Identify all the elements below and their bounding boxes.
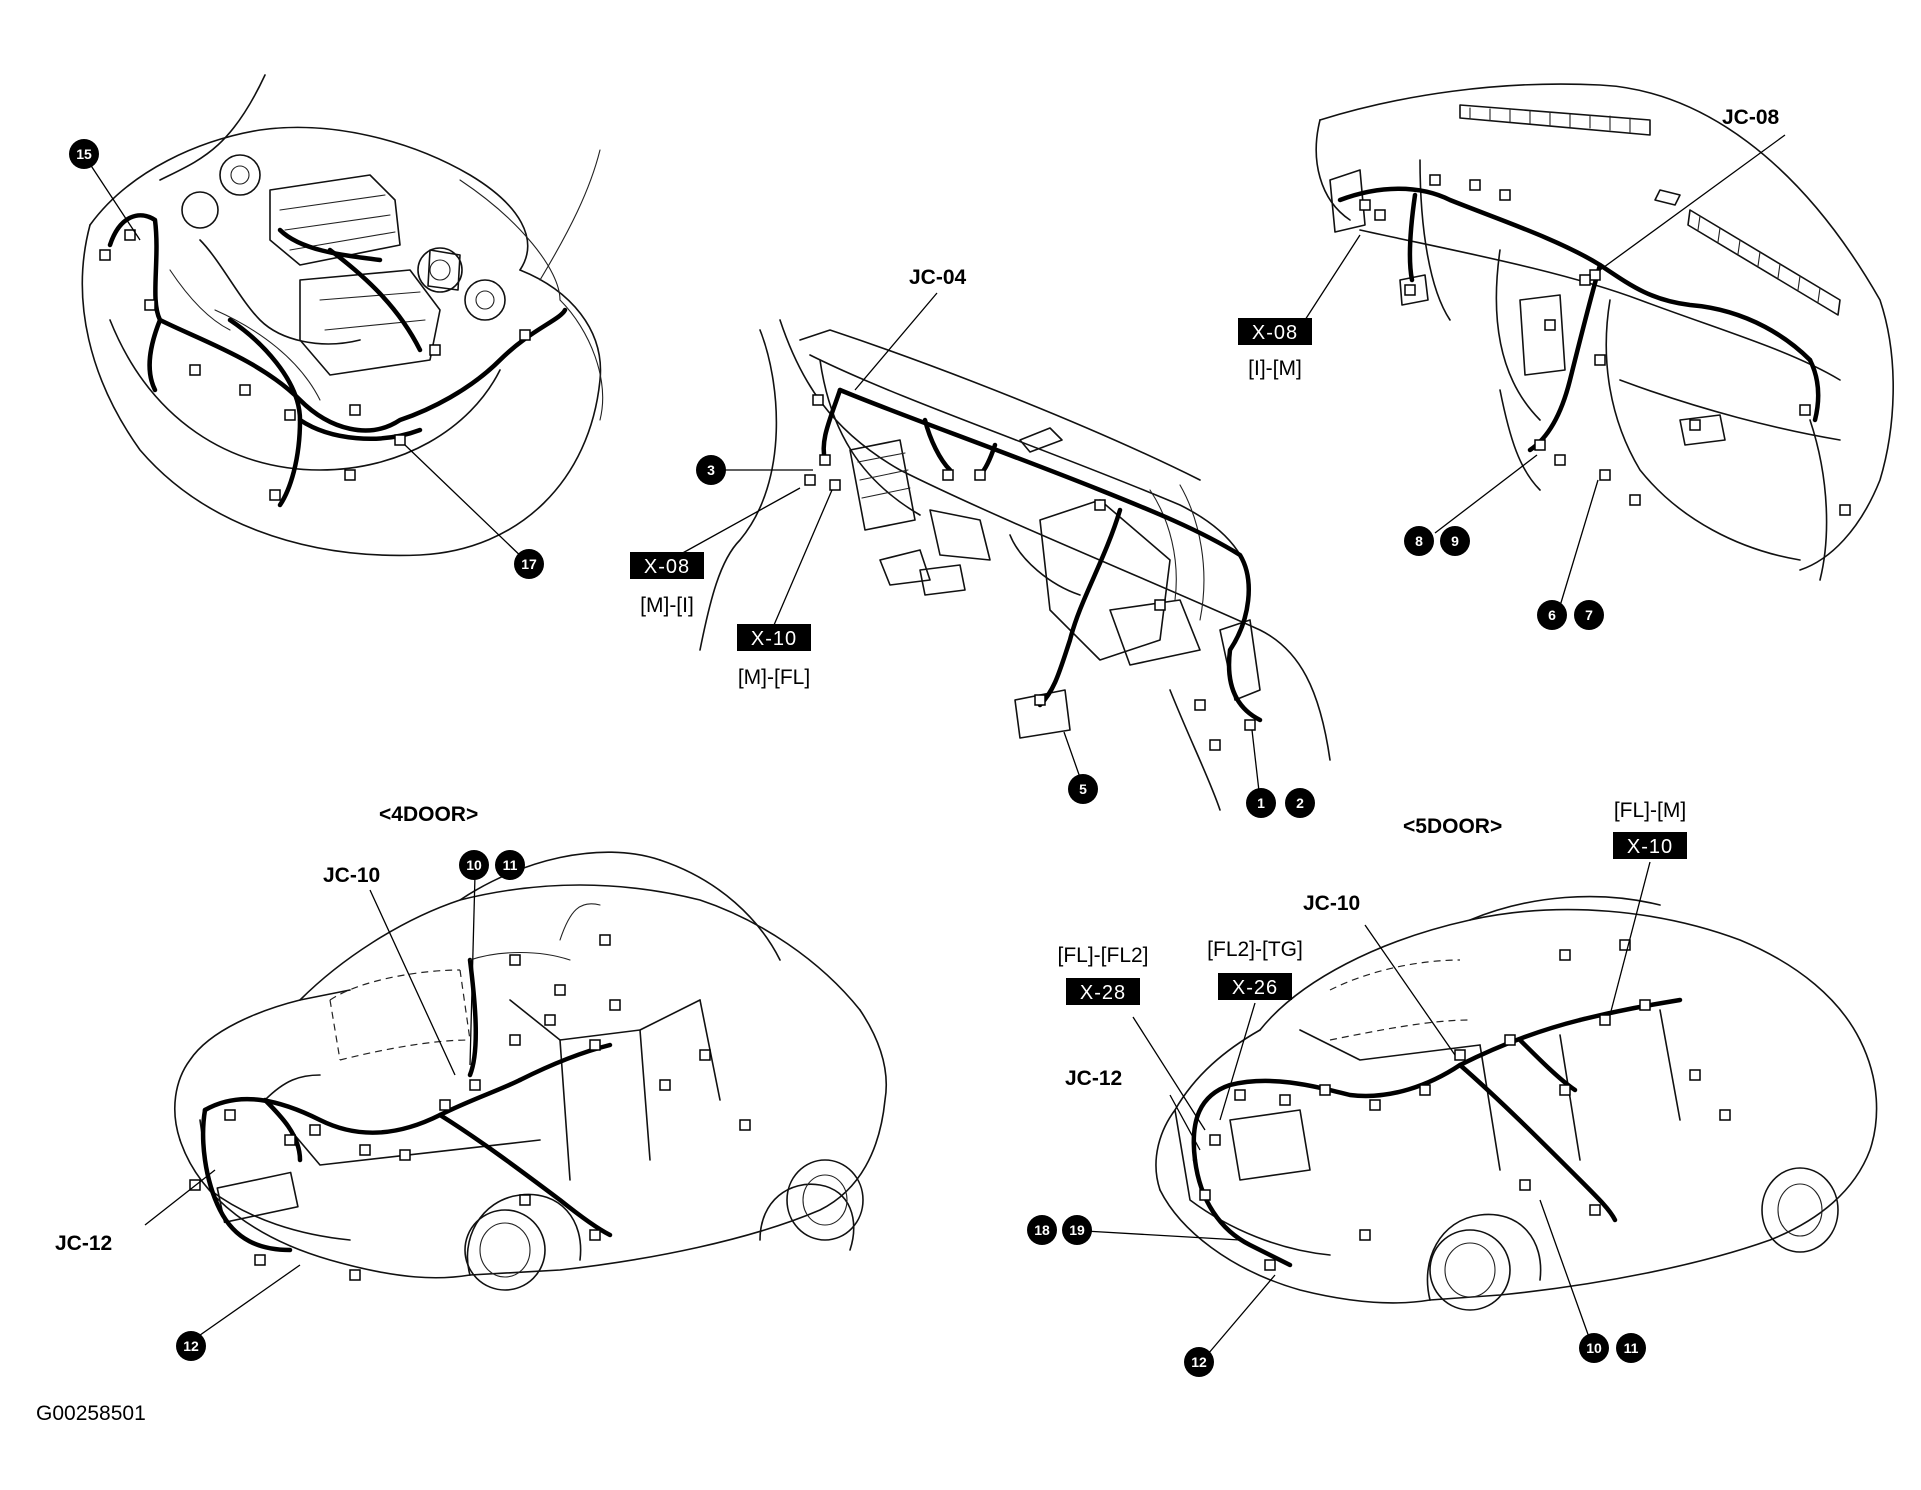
svg-text:17: 17 — [521, 556, 537, 572]
callout-1: 1 — [1246, 788, 1276, 818]
svg-text:[M]-[I]: [M]-[I] — [640, 594, 694, 617]
callout-9: 9 — [1440, 526, 1470, 556]
callout-15: 15 — [69, 139, 99, 169]
engine-bay-view: 15 17 — [69, 74, 604, 579]
svg-text:12: 12 — [1191, 1354, 1207, 1370]
five-door-title: <5DOOR> — [1403, 815, 1502, 838]
svg-text:2: 2 — [1296, 795, 1304, 811]
junction-label-jc-10-5door: JC-10 — [1303, 892, 1360, 915]
svg-text:[FL2]-[TG]: [FL2]-[TG] — [1207, 938, 1303, 961]
connector-tag-x-08-right: X-08 [I]-[M] — [1238, 318, 1312, 380]
connector-tag-x-08: X-08 [M]-[I] — [630, 552, 704, 617]
callout-11-4door: 11 — [495, 850, 525, 880]
callout-12-4door: 12 — [176, 1331, 206, 1361]
svg-text:[FL]-[FL2]: [FL]-[FL2] — [1057, 944, 1148, 967]
callout-18: 18 — [1027, 1215, 1057, 1245]
svg-text:5: 5 — [1079, 781, 1087, 797]
svg-text:JC-10: JC-10 — [1303, 892, 1360, 915]
svg-text:X-26: X-26 — [1232, 977, 1278, 999]
connector-tag-x-26: [FL2]-[TG] X-26 — [1207, 938, 1303, 1000]
five-door-car-view: <5DOOR> — [1027, 799, 1878, 1377]
junction-label-jc-10-4door: JC-10 — [323, 864, 380, 887]
connector-tag-x-10-5door: [FL]-[M] X-10 — [1613, 799, 1687, 859]
diagram-code: G00258501 — [36, 1402, 146, 1425]
svg-text:X-08: X-08 — [644, 556, 690, 578]
svg-text:9: 9 — [1451, 533, 1459, 549]
svg-text:X-10: X-10 — [751, 628, 797, 650]
svg-text:6: 6 — [1548, 607, 1556, 623]
svg-text:[FL]-[M]: [FL]-[M] — [1614, 799, 1686, 822]
connector-tag-x-28: [FL]-[FL2] X-28 — [1057, 944, 1149, 1005]
callout-19: 19 — [1062, 1215, 1092, 1245]
svg-text:12: 12 — [183, 1338, 199, 1354]
svg-text:[I]-[M]: [I]-[M] — [1248, 357, 1302, 380]
callout-5: 5 — [1068, 774, 1098, 804]
dashboard-passenger-view: JC-08 X-08 [I]-[M] 8 9 6 7 — [1238, 83, 1894, 630]
callout-17: 17 — [514, 549, 544, 579]
svg-text:10: 10 — [466, 857, 482, 873]
svg-text:15: 15 — [76, 146, 92, 162]
callout-11-5door: 11 — [1616, 1333, 1646, 1363]
callout-3: 3 — [696, 455, 726, 485]
svg-text:10: 10 — [1586, 1340, 1602, 1356]
svg-text:JC-12: JC-12 — [1065, 1067, 1122, 1090]
svg-text:X-28: X-28 — [1080, 982, 1126, 1004]
junction-label-jc-08: JC-08 — [1722, 106, 1780, 129]
junction-label-jc-12-5door: JC-12 — [1065, 1067, 1122, 1090]
callout-10-5door: 10 — [1579, 1333, 1609, 1363]
four-door-title: <4DOOR> — [379, 803, 478, 826]
callout-2: 2 — [1285, 788, 1315, 818]
junction-label-jc-04: JC-04 — [909, 266, 967, 289]
svg-text:7: 7 — [1585, 607, 1593, 623]
svg-text:JC-12: JC-12 — [55, 1232, 112, 1255]
callout-12-5door: 12 — [1184, 1347, 1214, 1377]
four-door-car-view: <4DOOR> — [55, 803, 888, 1361]
svg-text:11: 11 — [1624, 1340, 1639, 1356]
svg-text:19: 19 — [1069, 1222, 1085, 1238]
svg-text:1: 1 — [1257, 795, 1265, 811]
junction-label-jc-12-4door: JC-12 — [55, 1232, 112, 1255]
svg-text:X-08: X-08 — [1252, 322, 1298, 344]
svg-text:[M]-[FL]: [M]-[FL] — [738, 666, 810, 689]
svg-text:8: 8 — [1415, 533, 1423, 549]
callout-6: 6 — [1537, 600, 1567, 630]
callout-8: 8 — [1404, 526, 1434, 556]
svg-text:JC-10: JC-10 — [323, 864, 380, 887]
svg-text:11: 11 — [503, 857, 518, 873]
svg-text:JC-08: JC-08 — [1722, 106, 1780, 129]
callout-7: 7 — [1574, 600, 1604, 630]
svg-text:3: 3 — [707, 462, 715, 478]
connector-tag-x-10: X-10 [M]-[FL] — [737, 624, 811, 689]
svg-text:X-10: X-10 — [1627, 836, 1673, 858]
callout-10-4door: 10 — [459, 850, 489, 880]
svg-text:18: 18 — [1034, 1222, 1050, 1238]
dashboard-driver-view: JC-04 3 X-08 [M]-[I] X-10 [M]-[FL] 5 1 2 — [630, 266, 1331, 818]
svg-text:JC-04: JC-04 — [909, 266, 967, 289]
